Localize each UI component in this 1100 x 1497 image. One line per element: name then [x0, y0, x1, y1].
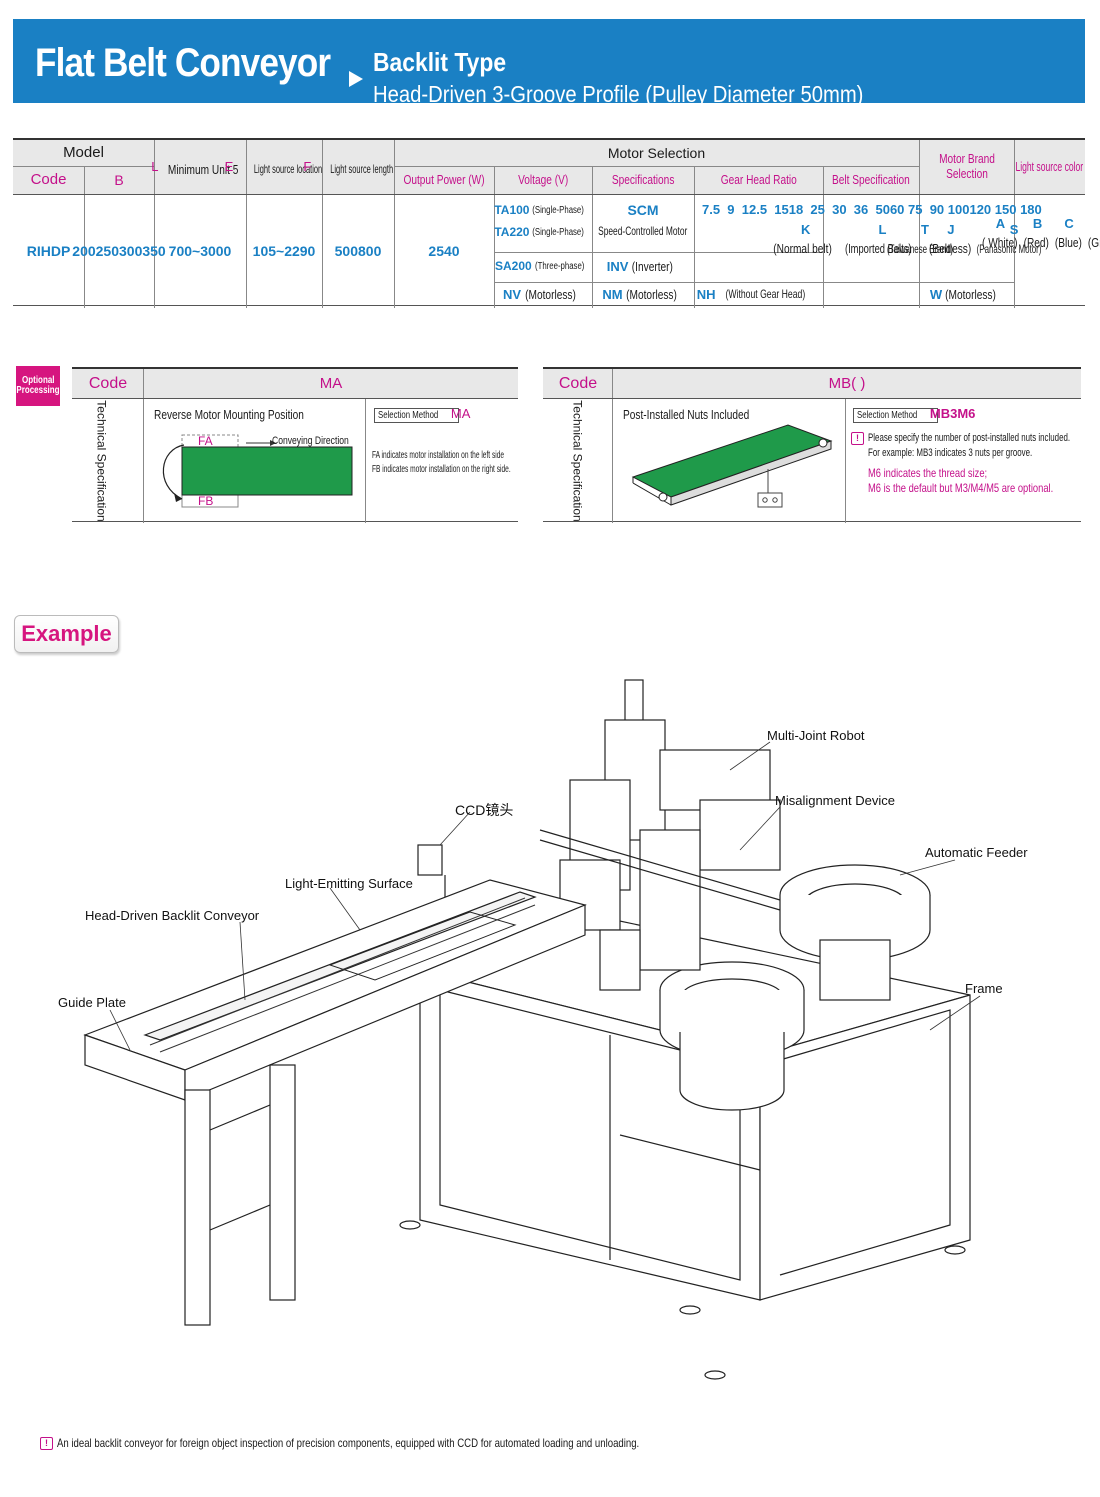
option-mb-title: Post-Installed Nuts Included	[623, 407, 750, 422]
table-header-bg	[13, 140, 1085, 194]
spec-table: Model Code B L Minimum Unit 5 E Light so…	[13, 138, 1100, 308]
f-header: F Light source length	[303, 158, 394, 177]
option-tech-spec: Technical Specification	[95, 399, 109, 522]
specifications-header: Specifications	[611, 171, 675, 187]
option-mb-name: MB( )	[613, 369, 1081, 398]
header-banner: Flat Belt Conveyor Backlit Type Head-Dri…	[13, 19, 1085, 107]
motor-brand-header: Motor Brand Selection	[938, 151, 995, 181]
code-value: RIHDP	[26, 242, 71, 259]
light-color-header: Light source color	[1015, 158, 1084, 174]
conveying-direction-label: Conveying Direction	[272, 435, 349, 447]
fb-label: FB	[198, 494, 214, 508]
brand-values: T(Taiwanese Brand) S(Panasonic Motor)	[886, 222, 1042, 256]
option-code-label: Code	[543, 369, 613, 398]
option-code-label: Code	[72, 369, 144, 398]
e-header: E Light source location	[224, 158, 323, 177]
gear-head-ratio-header: Gear Head Ratio	[720, 171, 797, 187]
gear-nh: NH(Without Gear Head)	[696, 286, 805, 302]
automation-cell-illustration: Multi-Joint Robot Misalignment Device CC…	[58, 679, 1028, 1380]
note-icon: !	[40, 1436, 53, 1450]
l-header: L Minimum Unit 5	[151, 158, 239, 177]
model-header: Model	[63, 144, 104, 162]
page-subtitle-detail: Head-Driven 3-Groove Profile (Pulley Dia…	[373, 81, 864, 107]
b-values: 200 250 300 350	[72, 242, 166, 259]
callout-light-surface: Light-Emitting Surface	[285, 876, 413, 891]
power-values: 25 40	[428, 242, 460, 259]
l-value: 700~3000	[168, 242, 232, 259]
frame-side	[759, 994, 971, 1301]
footnote: ! An ideal backlit conveyor for foreign …	[40, 1436, 785, 1450]
spec-scm: SCM	[627, 201, 659, 218]
option-mb-box: Code MB( ) Technical Specification Post-…	[543, 367, 1081, 523]
callout-guide-plate: Guide Plate	[58, 995, 126, 1010]
voltage-ta100: TA100(Single-Phase)	[494, 203, 585, 218]
example-badge: Example	[14, 615, 119, 653]
callout-misalignment: Misalignment Device	[775, 793, 895, 808]
fa-label: FA	[198, 434, 213, 448]
note-icon: !	[851, 432, 864, 445]
option-mb-notes: !Please specify the number of post-insta…	[851, 431, 1100, 496]
belt-values: K(Normal belt) L(Imported Belts) J(Beltl…	[773, 222, 971, 256]
code-header: Code	[30, 171, 67, 189]
output-power-header: Output Power (W)	[403, 171, 485, 187]
callout-frame: Frame	[965, 981, 1003, 996]
callout-robot: Multi-Joint Robot	[767, 728, 865, 743]
gear-ratio-values: 7.5 9 12.5 15 18 25 30 36 50 60 75 90 10…	[702, 202, 1042, 217]
light-color-values: A( White) B(Red) C(Blue) D(Green)	[981, 216, 1100, 250]
voltage-header: Voltage (V)	[517, 171, 569, 187]
voltage-nv: NV(Motorless)	[502, 286, 576, 302]
arrow-right-icon	[349, 71, 363, 87]
option-ma-notes: FA indicates motor installation on the l…	[372, 450, 511, 475]
spec-scm-note: Speed-Controlled Motor	[598, 224, 688, 239]
f-values: 500 800	[334, 242, 382, 259]
option-ma-name: MA	[144, 369, 518, 398]
callout-ccd: CCD镜头	[455, 802, 513, 818]
motor-selection-header: Motor Selection	[607, 144, 706, 161]
e-value: 105~2290	[252, 242, 316, 259]
option-ma-title: Reverse Motor Mounting Position	[154, 407, 304, 422]
voltage-ta220: TA220(Single-Phase)	[494, 225, 585, 240]
spec-nm: NM(Motorless)	[602, 286, 677, 302]
option-ma-selection: Selection Method MA	[374, 406, 470, 423]
belt-spec-header: Belt Specification	[832, 171, 910, 187]
option-tech-spec: Technical Specification	[571, 399, 585, 522]
callout-conveyor: Head-Driven Backlit Conveyor	[85, 908, 260, 923]
option-ma-box: Code MA Technical Specification Reverse …	[72, 367, 518, 523]
callout-feeder: Automatic Feeder	[925, 845, 1028, 860]
b-header: B	[114, 171, 124, 188]
motor-mount-diagram	[162, 434, 353, 508]
option-mb-selection: Selection Method MB3M6	[853, 406, 975, 423]
brand-w: W(Motorless)	[929, 286, 996, 302]
post-installed-nuts-diagram	[631, 424, 833, 508]
spec-inv: INV(Inverter)	[606, 258, 674, 274]
page-subtitle: Backlit Type	[373, 47, 507, 77]
voltage-sa200: SA200(Three-phase)	[494, 259, 585, 274]
optional-processing-badge: Optional Processing	[16, 366, 60, 406]
page-title: Flat Belt Conveyor	[35, 41, 331, 85]
